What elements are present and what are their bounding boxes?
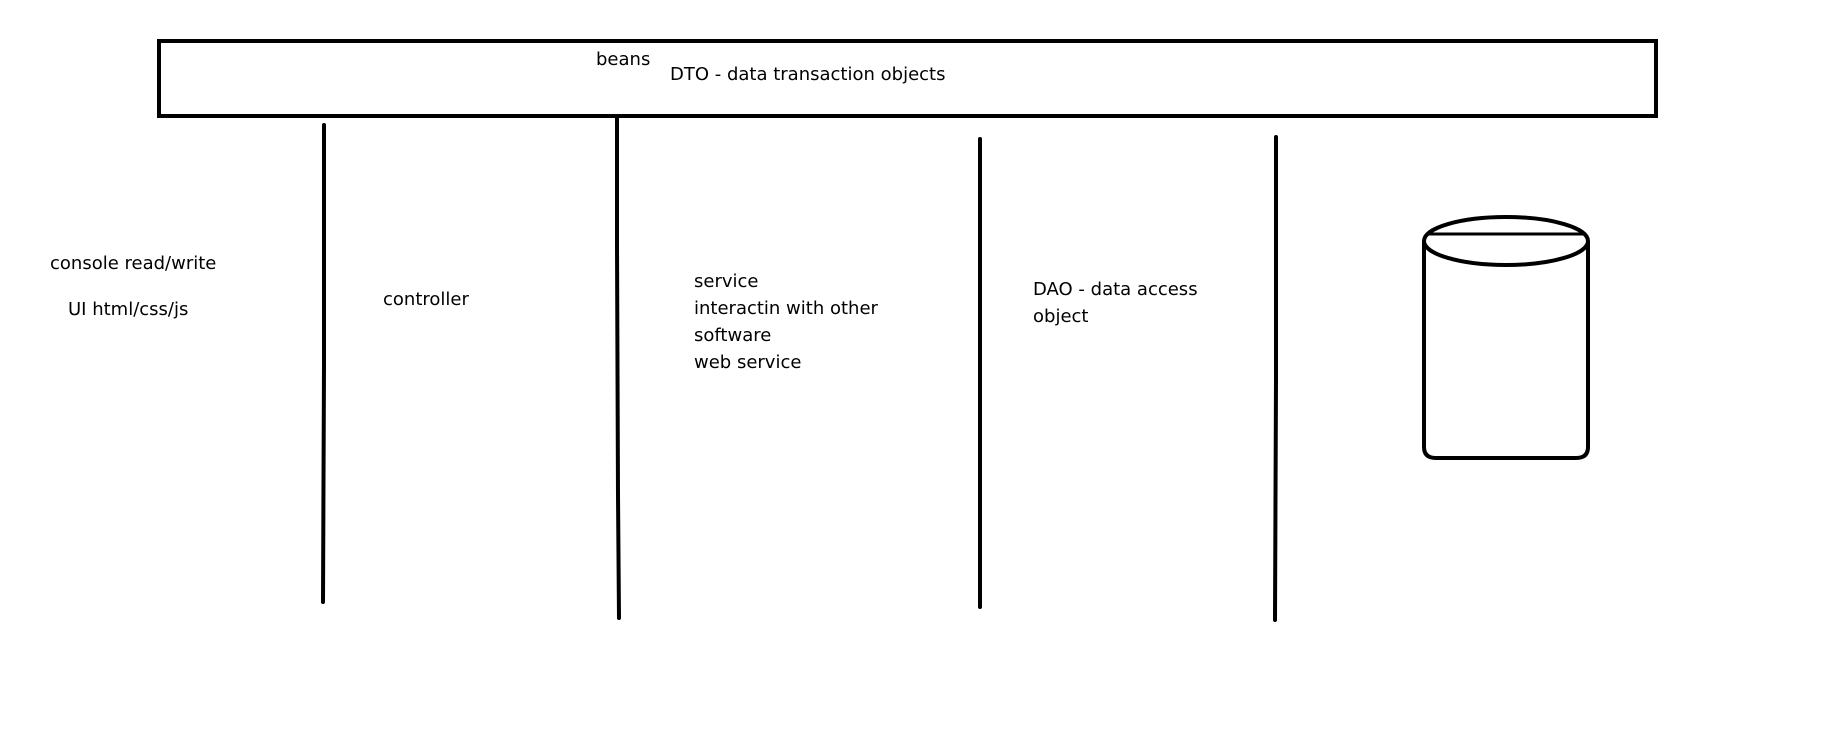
layer-divider-4 [1273, 135, 1278, 622]
dto-label: DTO - data transaction objects [670, 64, 946, 85]
dao-line: object [1033, 306, 1089, 327]
service-line: software [694, 325, 772, 346]
controller-label: controller [383, 289, 469, 310]
service-line: service [694, 271, 759, 292]
beans-label: beans [596, 49, 651, 70]
console-label: console read/write [50, 253, 217, 274]
dao-line: DAO - data access [1033, 279, 1198, 300]
service-line: web service [694, 352, 802, 373]
dao-label-block: DAO - data access object [1033, 276, 1198, 330]
service-label-block: service interactin with other software w… [694, 268, 878, 376]
database-cylinder-icon [1422, 215, 1590, 460]
service-line: interactin with other [694, 298, 878, 319]
beans-dto-bar [157, 39, 1658, 118]
ui-label: UI html/css/js [68, 299, 189, 320]
layer-divider-1 [321, 123, 326, 604]
layer-divider-2 [615, 116, 621, 620]
